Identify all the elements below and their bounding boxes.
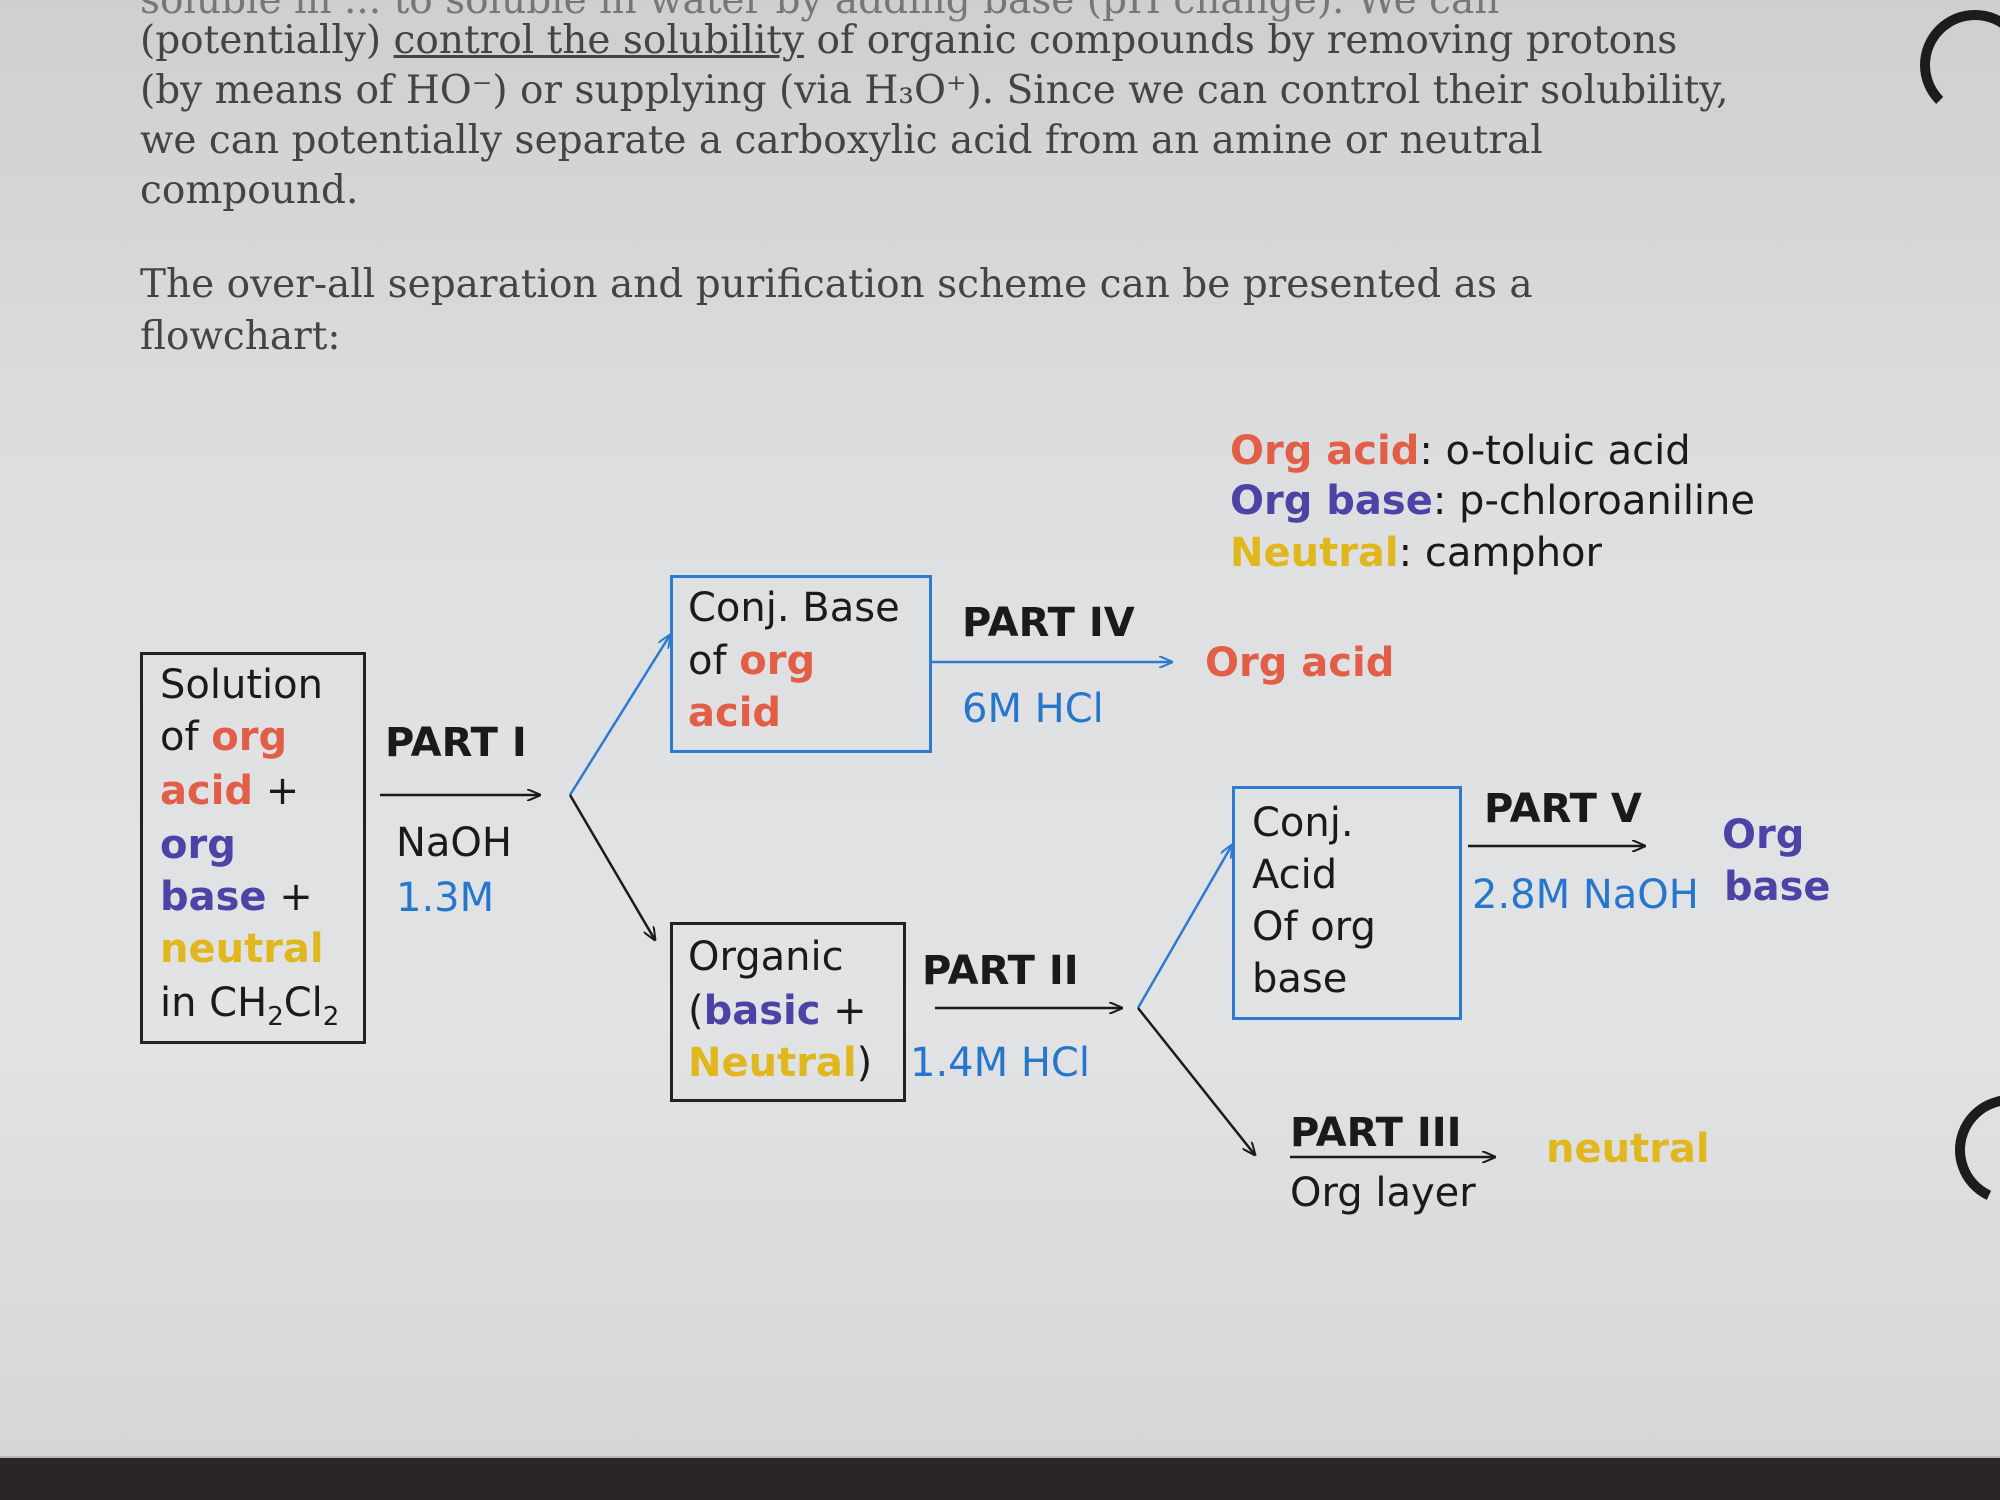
organic-box-basic: basic [703, 988, 821, 1034]
conj-acid-line-2: Acid [1252, 852, 1338, 898]
part5-label: PART V [1484, 786, 1642, 832]
intro-line-4: compound. [140, 168, 359, 213]
part4-product: Org acid [1205, 640, 1395, 686]
legend-neutral-value: : camphor [1398, 530, 1602, 576]
paper-page: soluble in ... to soluble in water by ad… [0, 0, 2000, 1458]
organic-box-paren: ( [688, 988, 704, 1034]
conj-base-line-1: Conj. Base [688, 585, 900, 631]
start-box-plus: + [266, 874, 313, 920]
branch-arrow-up [568, 635, 670, 796]
start-box-plus: + [253, 768, 300, 814]
conj-acid-line-3: Of org [1252, 904, 1376, 950]
legend-base: Org base: p-chloroaniline [1230, 478, 1755, 524]
legend-acid-label: Org acid [1230, 428, 1420, 474]
solvent-text: in CH [160, 980, 268, 1026]
organic-box-plus: + [820, 988, 867, 1034]
part5-product-line-1: Org [1722, 812, 1805, 858]
start-box-org-acid-part: org [211, 714, 288, 760]
subscript: 2 [267, 1002, 284, 1032]
conj-base-text: of [688, 638, 740, 684]
conj-acid-line-4: base [1252, 956, 1348, 1002]
legend-base-label: Org base [1230, 478, 1433, 524]
start-box-line-4: org [160, 822, 236, 868]
start-box-line-6: neutral [160, 926, 324, 972]
flow-arrows [380, 0, 2000, 1458]
part4-label: PART IV [962, 600, 1135, 646]
conj-base-line-2: of org [688, 638, 815, 684]
organic-box-line-3: Neutral) [688, 1040, 872, 1086]
part2-reagent: 1.4M HCl [910, 1040, 1090, 1086]
organic-layer-box [670, 922, 906, 1102]
part1-label: PART I [385, 720, 527, 766]
part5-product-line-2: base [1724, 864, 1831, 910]
legend-neutral-label: Neutral [1230, 530, 1399, 576]
start-box-base: base [160, 874, 267, 920]
legend-acid: Org acid: o-toluic acid [1230, 428, 1691, 474]
organic-box-line-2: (basic + [688, 988, 867, 1034]
para2-line-1: The over-all separation and purification… [140, 262, 1533, 307]
intro-line-2: (by means of HO⁻) or supplying (via H₃O⁺… [140, 68, 1729, 113]
part3-product: neutral [1546, 1126, 1710, 1172]
intro-text: (potentially) [140, 18, 394, 63]
start-box-line-7: in CH2Cl2 [160, 980, 339, 1032]
legend-neutral: Neutral: camphor [1230, 530, 1602, 576]
organic-box-line-1: Organic [688, 934, 844, 980]
start-box-line-1: Solution [160, 662, 323, 708]
start-box-line-3: acid + [160, 768, 299, 814]
part2-label: PART II [922, 948, 1079, 994]
start-box-line-2: of org [160, 714, 287, 760]
binder-hole-top [1920, 10, 2000, 120]
branch2-arrow-up [1136, 845, 1232, 1009]
part4-reagent: 6M HCl [962, 686, 1104, 732]
intro-underlined-phrase: control the solubility [393, 18, 805, 63]
branch-arrow-down [568, 794, 655, 940]
conj-acid-box [1232, 786, 1462, 1020]
conj-base-line-3: acid [688, 690, 782, 736]
desk-surface [0, 1458, 2000, 1500]
conj-base-box [670, 575, 932, 753]
intro-line-3: we can potentially separate a carboxylic… [140, 118, 1543, 163]
conj-acid-line-1: Conj. [1252, 800, 1354, 846]
subscript: 2 [322, 1002, 340, 1032]
para2-line-2: flowchart: [140, 314, 341, 359]
part3-label: PART III [1290, 1110, 1462, 1156]
intro-line-1: (potentially) control the solubility of … [140, 18, 1677, 63]
branch2-arrow-down [1137, 1007, 1255, 1155]
start-box-text: of [160, 714, 212, 760]
intro-text: of organic compounds by removing protons [804, 18, 1678, 63]
part3-reagent: Org layer [1290, 1170, 1476, 1216]
part1-reagent: NaOH [396, 820, 512, 866]
start-box-acid: acid [160, 768, 254, 814]
solvent-text: Cl [283, 980, 323, 1026]
legend-acid-value: : o-toluic acid [1419, 428, 1691, 474]
organic-box-paren: ) [856, 1040, 873, 1086]
start-solution-box [140, 652, 366, 1044]
legend-base-value: : p-chloroaniline [1432, 478, 1756, 524]
conj-base-org: org [739, 638, 816, 684]
part1-concentration: 1.3M [396, 875, 495, 921]
part5-reagent: 2.8M NaOH [1472, 872, 1699, 918]
organic-box-neutral: Neutral [688, 1040, 857, 1086]
intro-line-0: soluble in ... to soluble in water by ad… [140, 0, 1500, 23]
start-box-line-5: base + [160, 874, 313, 920]
